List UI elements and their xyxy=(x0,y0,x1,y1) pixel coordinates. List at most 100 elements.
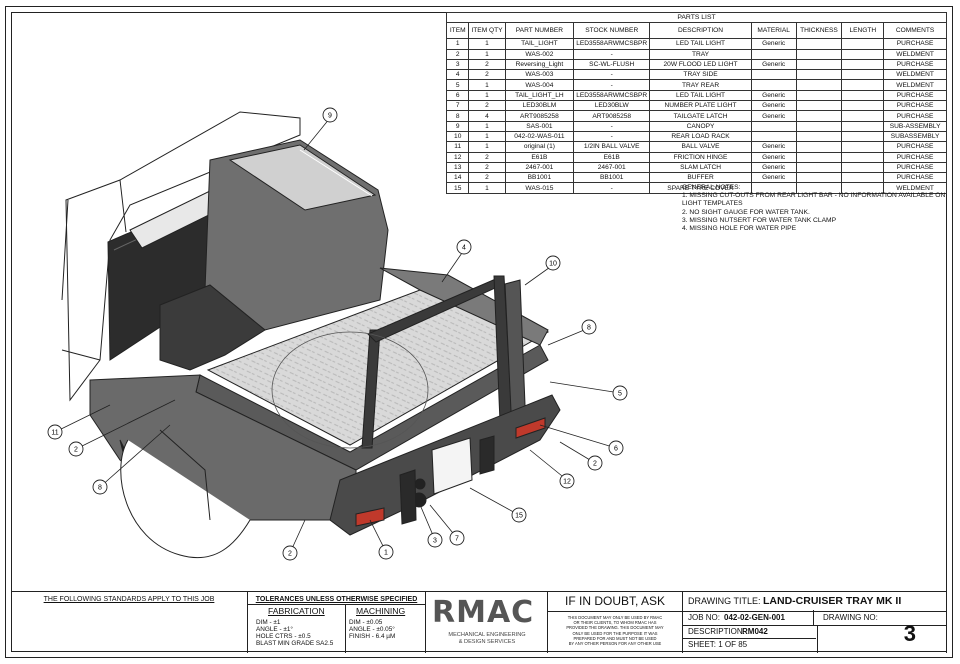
sheet-border-outer xyxy=(5,6,953,658)
parts-list-cell: 1 xyxy=(468,130,506,143)
parts-list-cell: LED3558ARWMCSBPR xyxy=(573,38,651,50)
parts-list-cell: - xyxy=(573,120,651,132)
parts-list-cell xyxy=(795,130,843,143)
parts-list-header: STOCK NUMBER xyxy=(573,22,651,40)
parts-list-cell: PURCHASE xyxy=(883,100,947,112)
parts-list-cell: Generic xyxy=(750,172,797,184)
callout-balloon: 11 xyxy=(47,424,63,440)
title-block: THE FOLLOWING STANDARDS APPLY TO THIS JO… xyxy=(11,591,947,653)
parts-list-cell xyxy=(795,48,843,60)
parts-list-cell: 1 xyxy=(468,182,506,194)
parts-list-cell: BALL VALVE xyxy=(649,141,752,153)
parts-list-header: ITEM QTY xyxy=(468,22,506,40)
parts-list-cell: 1 xyxy=(468,120,506,132)
parts-list-cell: BUFFER xyxy=(649,172,752,184)
parts-list-cell: 2 xyxy=(468,151,506,163)
parts-list-cell: E61B xyxy=(573,151,651,163)
parts-list-cell: Generic xyxy=(750,110,797,122)
parts-list-cell: - xyxy=(573,79,651,91)
parts-list-cell xyxy=(795,89,843,102)
parts-list-cell: - xyxy=(573,48,651,60)
parts-list-cell: TAIL_LIGHT xyxy=(504,38,575,50)
parts-list-cell: 12 xyxy=(445,151,470,163)
parts-list-cell xyxy=(795,151,843,163)
parts-list-cell xyxy=(795,182,843,194)
parts-list-cell: PURCHASE xyxy=(883,110,947,122)
parts-list-cell xyxy=(841,38,885,50)
parts-list-cell xyxy=(795,58,843,71)
disclaimer-line: BY ANY OTHER PERSON FOR ANY OTHER USE xyxy=(568,641,662,647)
callout-number: 9 xyxy=(328,113,332,120)
disclaimer-line: PROVIDED THE DRAWING. THIS DOCUMENT MAY xyxy=(566,625,664,631)
parts-list-cell: NUMBER PLATE LIGHT xyxy=(649,100,752,112)
parts-list-cell: WAS-003 xyxy=(504,69,575,81)
disclaimer-line: ONLY BE USED FOR THE PURPOSE IT WAS xyxy=(572,630,658,636)
parts-list-cell: PURCHASE xyxy=(883,141,947,153)
parts-list-cell xyxy=(795,38,843,50)
callout-number: 1 xyxy=(384,550,388,557)
parts-list-cell xyxy=(841,120,885,132)
parts-list-cell: Generic xyxy=(750,100,797,112)
job-no: 042-02-GEN-001 xyxy=(724,613,785,622)
parts-list-cell: BB1001 xyxy=(504,172,575,184)
parts-list-cell xyxy=(841,130,885,143)
parts-list-cell: PURCHASE xyxy=(883,151,947,163)
tolerances-cell: TOLERANCES UNLESS OTHERWISE SPECIFIED FA… xyxy=(248,592,426,653)
parts-list-cell: WELDMENT xyxy=(883,79,947,91)
general-note-line: 1. MISSING CUT-OUTS FROM REAR LIGHT BAR … xyxy=(682,192,946,200)
parts-list-cell: TRAY xyxy=(649,48,752,60)
parts-list-cell: 2 xyxy=(468,58,506,71)
parts-list-cell: WAS-015 xyxy=(504,182,575,194)
parts-list-cell: TRAY REAR xyxy=(649,79,752,91)
parts-list-cell: 13 xyxy=(445,161,470,174)
parts-list-cell: - xyxy=(573,182,651,194)
machining-label: MACHINING xyxy=(356,606,406,616)
parts-list-cell: WELDMENT xyxy=(883,182,947,194)
parts-list-cell: ART9085258 xyxy=(504,110,575,122)
callout-number: 4 xyxy=(462,245,466,252)
parts-list-cell: 2 xyxy=(445,48,470,60)
parts-list-cell: 8 xyxy=(445,110,470,122)
parts-list-cell: 5 xyxy=(445,79,470,91)
disclaimer-line: THIS DOCUMENT MAY ONLY BE USED BY RMAC xyxy=(567,615,663,620)
parts-list-cell: PURCHASE xyxy=(883,161,947,174)
fabrication-tolerance-line: BLAST MIN GRADE SA2.5 xyxy=(256,640,334,647)
parts-list-cell: 1 xyxy=(468,48,506,60)
parts-list-cell: 2 xyxy=(468,69,506,81)
general-notes-title: GENERAL NOTES: xyxy=(682,184,741,191)
parts-list-cell: PURCHASE xyxy=(883,38,947,50)
parts-list-cell: 1 xyxy=(468,141,506,153)
company-logo: RMAC MECHANICAL ENGINEERING& DESIGN SERV… xyxy=(426,592,548,653)
callout-number: 15 xyxy=(515,513,523,520)
parts-list-cell: REAR LOAD RACK xyxy=(649,130,752,143)
parts-list-cell xyxy=(841,79,885,91)
parts-list-header: PART NUMBER xyxy=(504,22,575,40)
fabrication-label: FABRICATION xyxy=(268,606,325,616)
parts-list-cell: SC-WL-FLUSH xyxy=(573,58,651,71)
parts-list-cell: original (1) xyxy=(504,141,575,153)
parts-list-cell: 6 xyxy=(445,89,470,102)
callout-number: 10 xyxy=(549,261,557,268)
parts-list-cell: 1 xyxy=(445,38,470,50)
parts-list-cell: 2467-001 xyxy=(573,161,651,174)
callout-balloon: 5 xyxy=(612,385,628,401)
parts-list-cell: 20W FLOOD LED LIGHT xyxy=(649,58,752,71)
if-in-doubt-text: IF IN DOUBT, ASK xyxy=(564,594,666,608)
parts-list-cell xyxy=(841,69,885,81)
parts-list-cell: SPARE TYRE COVER xyxy=(649,182,752,194)
callout-balloon: 6 xyxy=(608,440,624,456)
